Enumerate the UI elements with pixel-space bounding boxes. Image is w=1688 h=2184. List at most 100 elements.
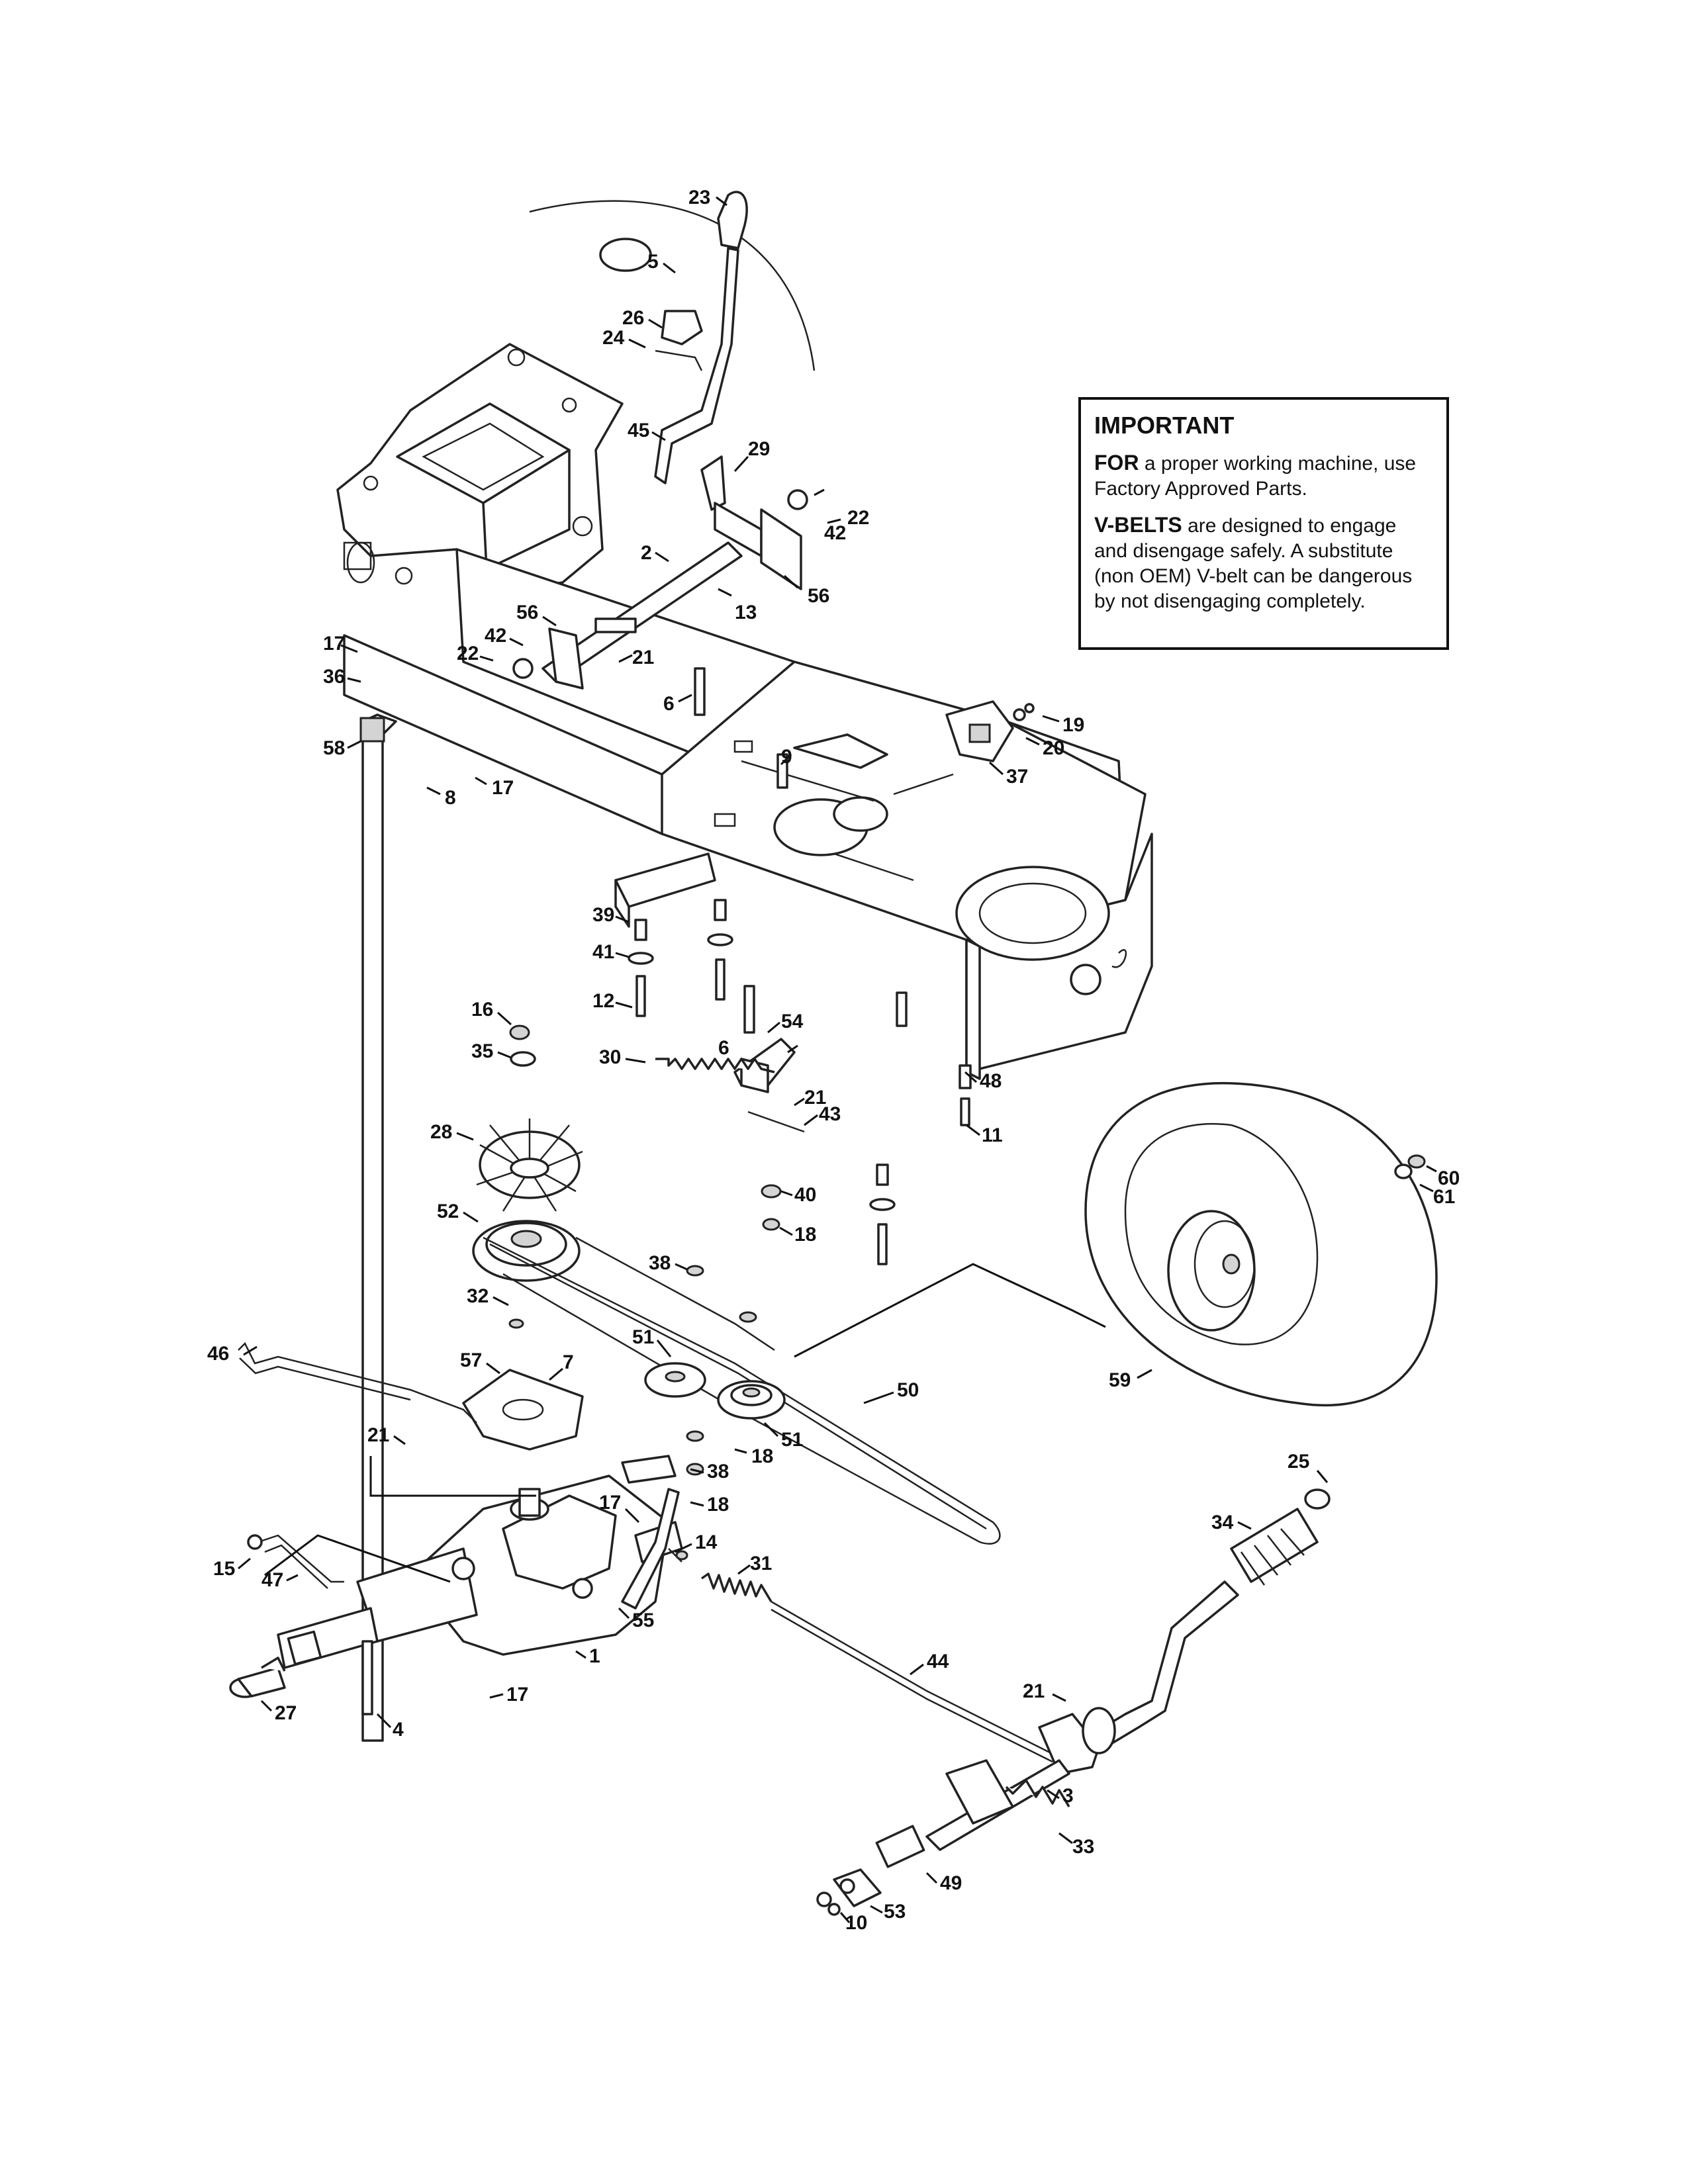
callout: 40 [794, 1184, 816, 1206]
callout: 26 [622, 307, 644, 329]
callout: 30 [599, 1046, 621, 1068]
callout: 55 [632, 1610, 654, 1631]
callout: 17 [599, 1492, 621, 1514]
callout: 18 [794, 1224, 816, 1246]
callout: 25 [1288, 1451, 1309, 1473]
callout: 36 [323, 666, 345, 688]
callout: 22 [847, 507, 869, 529]
washer-35 [510, 1051, 536, 1067]
drive-pulley [472, 1220, 581, 1282]
notice-for-text: a proper working machine, use Factory Ap… [1094, 453, 1417, 500]
callout-labels: 23 5 26 24 45 29 22 42 2 13 56 56 42 22 … [207, 187, 1460, 1934]
callout: 2 [641, 542, 652, 564]
spring-30 [655, 1058, 775, 1073]
callout: 21 [804, 1087, 826, 1109]
callout: 32 [467, 1285, 489, 1307]
rear-tire [1084, 1081, 1438, 1407]
callout: 20 [1043, 737, 1064, 759]
callout: 17 [506, 1684, 528, 1706]
spring-31 [700, 1572, 773, 1602]
callout: 56 [808, 585, 829, 607]
transaxle [277, 1455, 683, 1669]
notice-vbelts-text: are designed to engage and disengage saf… [1094, 515, 1413, 612]
callout: 35 [471, 1040, 493, 1062]
washer-60 [1407, 1154, 1426, 1169]
callout: 58 [323, 737, 345, 759]
callout: 19 [1062, 714, 1084, 736]
callout: 50 [897, 1379, 919, 1401]
callout: 59 [1109, 1369, 1131, 1391]
callout: 46 [207, 1343, 229, 1365]
callout: 42 [485, 625, 506, 647]
callout: 51 [632, 1326, 654, 1348]
callout: 16 [471, 999, 493, 1021]
callout: 21 [1023, 1680, 1045, 1702]
callout: 5 [647, 251, 659, 273]
callout: 52 [437, 1201, 459, 1222]
nut-18b [686, 1463, 704, 1476]
cooling-fan [476, 1118, 583, 1212]
callout: 28 [430, 1121, 452, 1143]
callout: 27 [275, 1702, 297, 1724]
callout: 38 [649, 1252, 671, 1274]
callout: 45 [628, 420, 649, 441]
callout: 17 [323, 633, 345, 655]
callout: 17 [492, 777, 514, 799]
rod-46 [238, 1342, 477, 1424]
callout: 18 [707, 1494, 729, 1516]
callout: 41 [592, 941, 614, 963]
callout: 11 [982, 1124, 1003, 1146]
callout: 21 [632, 647, 654, 668]
callout: 38 [707, 1461, 729, 1482]
cross-shaft [512, 489, 808, 690]
callout: 7 [563, 1351, 574, 1373]
leader-lines [238, 196, 1437, 1923]
washer-32 [508, 1318, 524, 1329]
callout: 33 [1072, 1836, 1094, 1858]
washer-38b [686, 1430, 704, 1442]
v-belt [483, 1236, 1001, 1545]
callout: 29 [748, 438, 770, 460]
brake-pedal-shaft [816, 1488, 1331, 1916]
callout: 54 [781, 1011, 804, 1032]
callout: 57 [460, 1349, 482, 1371]
callout: 3 [1062, 1785, 1074, 1807]
callout: 4 [393, 1719, 404, 1741]
shield-57 [462, 1369, 584, 1451]
callout: 9 [781, 746, 792, 768]
nut-16 [509, 1024, 530, 1040]
idler-pulleys [644, 1362, 786, 1420]
callout: 12 [592, 990, 614, 1012]
callout: 37 [1006, 766, 1028, 788]
callout: 1 [589, 1645, 600, 1667]
nut-18a [762, 1218, 780, 1231]
callout: 13 [735, 602, 757, 623]
notice-paragraph-vbelts: V-BELTS are designed to engage and disen… [1094, 512, 1433, 614]
shift-lever [599, 191, 763, 557]
callout: 18 [751, 1445, 773, 1467]
linkage-47 [247, 1534, 344, 1589]
callout: 21 [367, 1424, 389, 1446]
washer-38a [686, 1265, 704, 1277]
notice-title: IMPORTANT [1094, 412, 1235, 439]
callout: 44 [927, 1651, 949, 1672]
hub-27 [229, 1657, 286, 1698]
bracket-37 [945, 700, 1035, 762]
steering-shaft [359, 713, 397, 1742]
callout: 48 [980, 1070, 1002, 1092]
callout: 22 [457, 643, 479, 664]
hardware-bolts [628, 667, 972, 1265]
notice-paragraph-parts: FOR a proper working machine, use Factor… [1094, 450, 1433, 502]
notice-for-bold: FOR [1094, 451, 1139, 475]
idler-bracket [733, 1038, 805, 1133]
washer-40 [761, 1184, 782, 1199]
callout: 6 [663, 693, 675, 715]
callout: 43 [819, 1103, 841, 1125]
callout: 23 [688, 187, 710, 208]
callout: 51 [781, 1429, 803, 1451]
callout: 56 [516, 602, 538, 623]
callout: 34 [1211, 1512, 1234, 1533]
callout: 49 [940, 1872, 962, 1894]
callout: 24 [602, 327, 625, 349]
callout: 15 [213, 1558, 235, 1580]
